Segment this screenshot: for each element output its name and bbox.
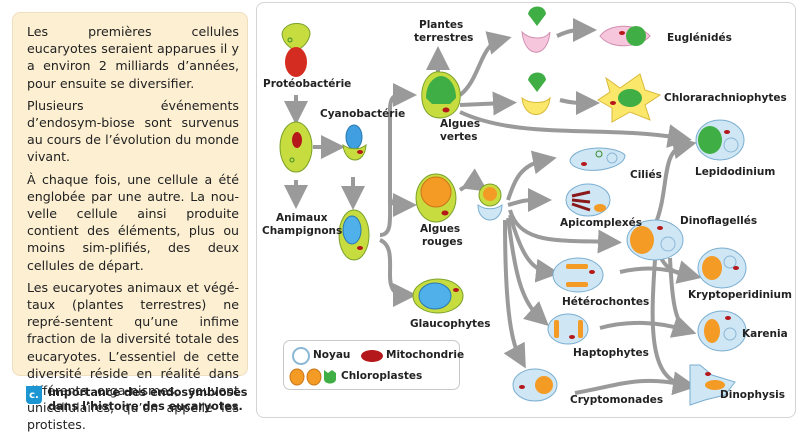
paragraph-1: Les premières cellules eucaryotes seraie… [27,24,239,91]
arrow-rouges-to-sec [458,168,488,192]
cell-euglenide-host [521,6,551,53]
label-kryptoperidinium: Kryptoperidinium [688,289,792,301]
arrow-dino-to-karenia [668,257,687,332]
label-plantes: Plantes [419,19,463,31]
arrow-to-rouges [388,170,417,217]
arrow-chlorar [559,90,600,115]
legend-mitochondrie: Mitochondrie [386,349,465,361]
arrow-trunk [379,83,417,237]
cell-chlorarachniophytes [597,73,662,123]
label-cyanobacterie: Cyanobactérie [320,108,405,120]
cell-lepidodinium [695,119,745,161]
label-glaucophytes: Glaucophytes [410,318,490,330]
cell-apicomplexes [565,183,611,217]
label-vertes: vertes [440,131,478,143]
cell-karenia [697,310,747,352]
chloroplast-orange-striped-icon [289,368,305,386]
arrow-crypto-to-dinophysis [574,378,686,395]
caption-line-1: Importance des endosymbioses [48,386,248,399]
label-cryptomonades: Cryptomonades [570,394,663,406]
label-heterochontes: Hétérochontes [562,296,649,308]
label-rouges: rouges [422,236,463,248]
arrow-to-apico [507,188,552,213]
cell-algues-vertes [421,71,461,119]
cell-kryptoperidinium [697,247,747,289]
cell-cilies [569,147,626,171]
cell-primary-plastid [338,209,370,261]
arrow-to-hapto [506,217,549,327]
legend: Noyau Mitochondrie Chloroplastes [283,340,464,390]
label-algues-rouges: Algues [420,223,460,235]
legend-noyau: Noyau [313,349,351,361]
arrow-to-hetero [508,214,560,283]
label-cilies: Ciliés [630,169,662,181]
label-dinophysis: Dinophysis [720,389,785,401]
chloroplast-orange-icon [306,368,322,386]
cell-glaucophytes [412,278,464,314]
label-karenia: Karenia [742,328,788,340]
cell-cyanobacterie [342,124,367,161]
arrow-to-lepido [459,110,692,148]
arrow-to-chlorar-host [459,91,517,116]
chloroplast-green-icon [324,370,336,384]
cell-haptophytes [547,313,589,345]
caption-badge: c. [26,386,42,404]
label-chlorarachniophytes: Chlorarachniophytes [664,92,787,104]
label-terrestres: terrestres [414,32,473,44]
text-panel: Les premières cellules eucaryotes seraie… [12,12,248,432]
arrow-to-dino [508,209,622,254]
figure-caption: c. Importance des endosymbioses dans l’h… [26,386,247,413]
paragraph-4: Les eucaryotes animaux et végé-taux (pla… [27,279,239,433]
label-euglenides: Euglénidés [667,32,732,44]
label-lepidodinium: Lepidodinium [695,166,775,178]
cell-euglenides [599,25,651,47]
cell-proteobacterie [281,23,311,77]
mitochondria-icon [361,350,383,362]
cell-secondary-host [477,183,503,221]
cell-heterochontes [552,257,604,293]
arrow-to-crypto [503,219,526,369]
nucleus-icon [292,347,310,365]
label-proteobacterie: Protéobactérie [263,78,351,90]
paragraph-2: Plusieurs événements d’endosym-biose son… [27,97,239,165]
label-animaux: Animaux [276,212,328,224]
cell-cryptomonades [512,368,558,402]
cell-ancestral-eukaryote [279,121,313,173]
cell-dinophysis [689,364,736,406]
label-dinoflagelles: Dinoflagellés [680,215,757,227]
label-haptophytes: Haptophytes [573,347,649,359]
arrow-hapto-to-karenia [599,314,697,338]
arrow-to-eugl-host [458,31,512,97]
arrow-dino-to-lepido [653,135,697,226]
legend-chloroplastes: Chloroplastes [341,370,423,382]
arrow-eugl [556,18,597,43]
paragraph-3: À chaque fois, une cellule a été englobé… [27,171,239,273]
arrow-to-cilies [506,150,557,201]
label-champignons: Champignons [262,225,342,237]
label-apicomplexes: Apicomplexés [560,217,642,229]
arrow-to-glauco [379,238,417,307]
caption-line-2: dans l’histoire des eucaryotes. [48,399,243,413]
cell-dinoflagelles [626,219,684,261]
cell-chlorarach-host [521,72,551,115]
label-algues-vertes: Algues [440,118,480,130]
cell-algues-rouges [415,173,457,223]
